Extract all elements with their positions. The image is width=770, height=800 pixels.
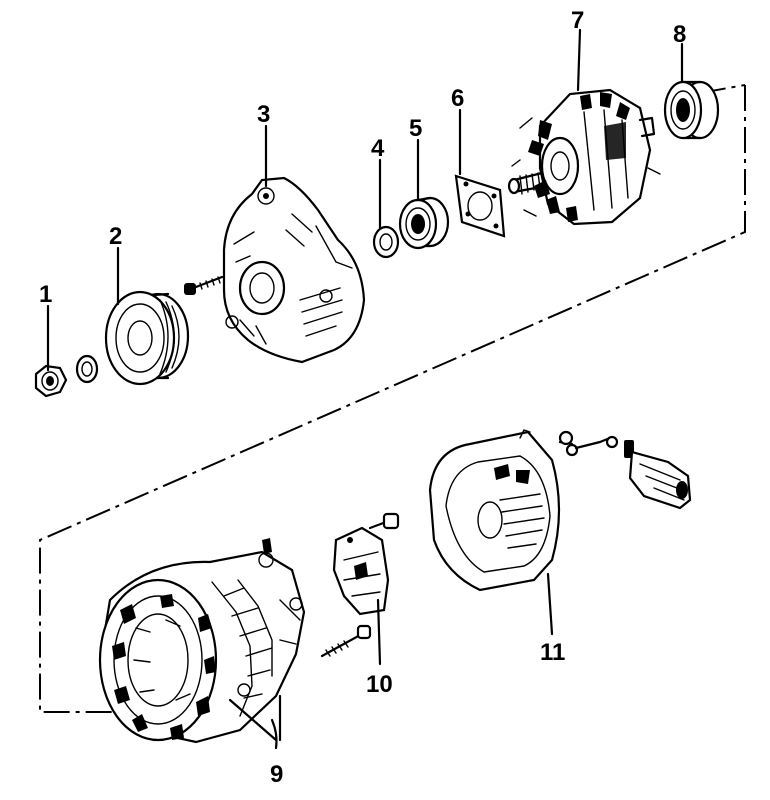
part-washer xyxy=(75,354,99,384)
callout-8: 8 xyxy=(673,21,686,48)
part-3-drive-end-housing xyxy=(222,176,366,364)
callout-5: 5 xyxy=(409,115,422,142)
callout-1: 1 xyxy=(39,281,52,308)
leader-lines xyxy=(46,28,684,742)
callout-10: 10 xyxy=(366,671,393,698)
part-5-bearing xyxy=(398,196,450,250)
part-4-seal-ring xyxy=(372,225,400,259)
callout-3: 3 xyxy=(257,101,270,128)
part-7-rotor xyxy=(507,88,661,226)
part-10-brush-holder xyxy=(332,512,400,616)
part-1-nut xyxy=(34,364,68,398)
screw-housing-bolt xyxy=(320,624,372,658)
callout-9: 9 xyxy=(270,761,283,788)
callout-7: 7 xyxy=(571,7,584,34)
part-9-stator-housing xyxy=(98,538,306,750)
callout-11: 11 xyxy=(540,639,565,666)
callout-labels: 1 2 3 4 5 6 7 8 9 10 11 xyxy=(39,7,686,788)
part-11-rear-cover xyxy=(428,429,579,592)
callout-6: 6 xyxy=(451,85,464,112)
screw-drive-end xyxy=(184,275,224,295)
part-connector-plug xyxy=(574,435,692,510)
part-2-pulley xyxy=(104,290,190,386)
part-8-rear-bearing xyxy=(663,80,720,140)
part-6-retaining-plate xyxy=(454,174,506,238)
callout-4: 4 xyxy=(371,135,385,162)
callout-2: 2 xyxy=(109,223,122,250)
